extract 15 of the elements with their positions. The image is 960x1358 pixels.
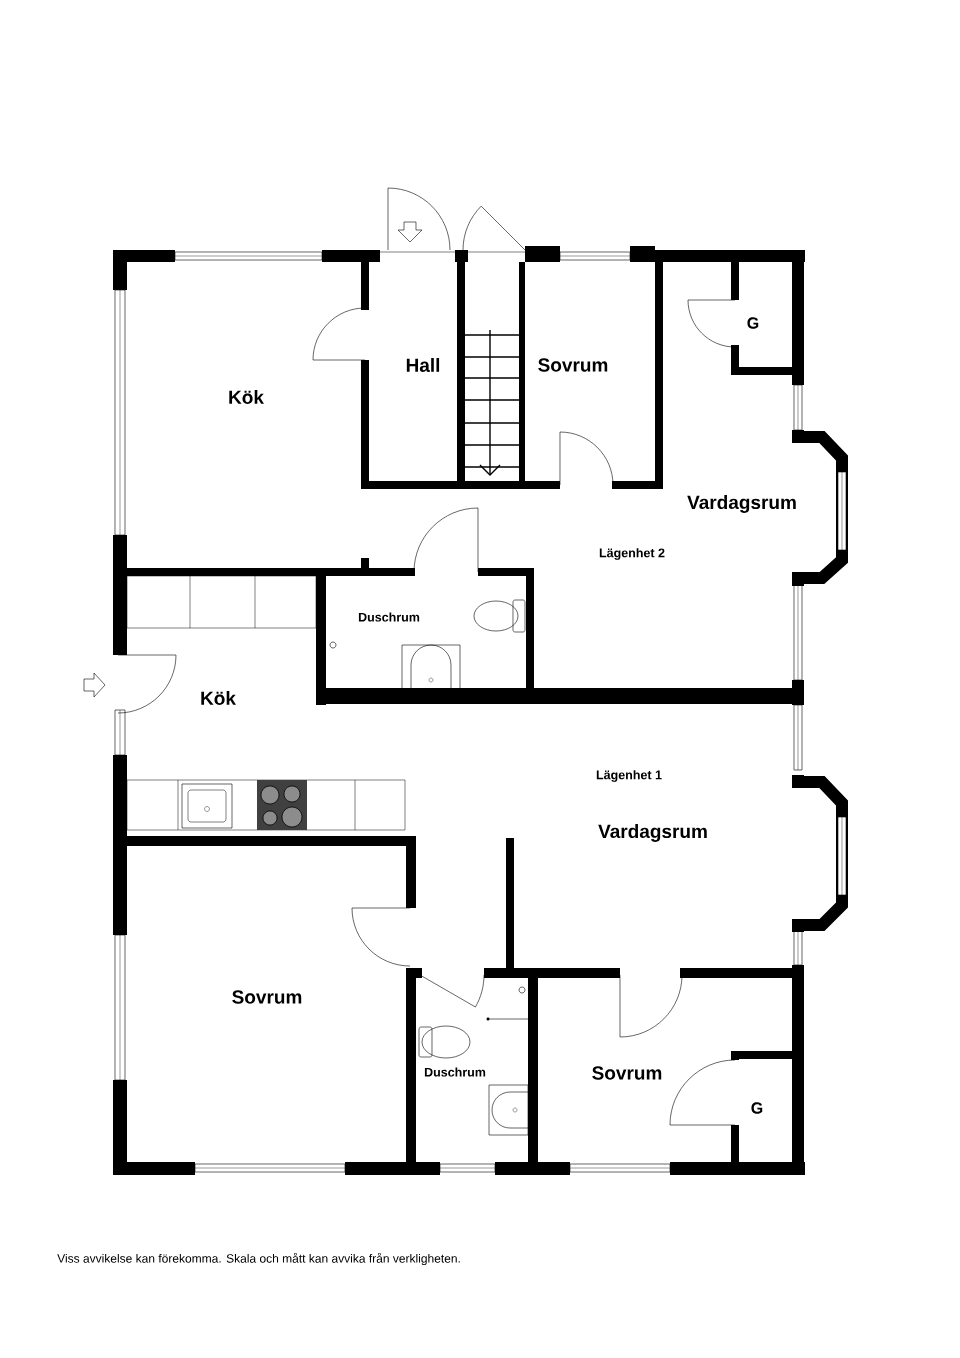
room-label: G: [751, 1102, 763, 1114]
room-label: Lägenhet 2: [599, 548, 665, 560]
room-label: Kök: [229, 390, 264, 404]
room-label: Hall: [406, 358, 440, 372]
room-label: Duschrum: [358, 612, 420, 622]
room-label: Kök: [201, 691, 236, 705]
room-label: Vardagsrum: [687, 495, 796, 513]
room-label: Lägenhet 1: [596, 770, 662, 782]
room-label: Duschrum: [424, 1067, 486, 1077]
disclaimer-text: Viss avvikelse kan förekomma. Skala och mått kan avvika från verkligheten.: [57, 1252, 460, 1266]
room-label: G: [747, 317, 759, 329]
room-label: Sovrum: [538, 358, 608, 372]
room-label: Sovrum: [232, 990, 302, 1004]
room-label: Sovrum: [592, 1066, 662, 1080]
room-label: Vardagsrum: [598, 824, 707, 842]
